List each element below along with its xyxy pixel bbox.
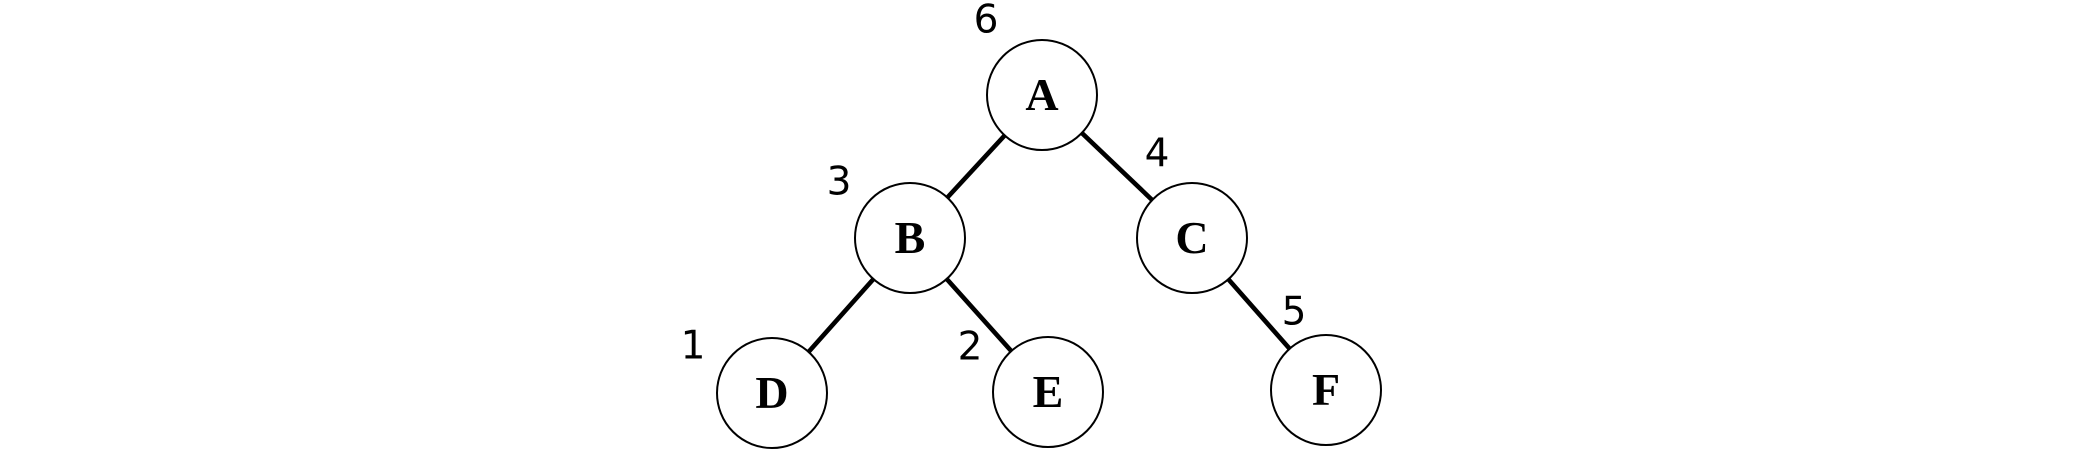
node-E: E [992,336,1104,448]
node-D-label: D [755,367,789,418]
order-label-node-C: 4 [1144,131,1170,177]
node-A-label: A [1025,69,1059,120]
node-B: B [854,182,966,294]
order-label-node-B: 3 [826,159,852,205]
node-C-label: C [1175,212,1209,263]
node-F: F [1270,334,1382,446]
node-A: A [986,39,1098,151]
order-label-node-E: 2 [957,324,983,370]
order-label-node-F: 5 [1281,289,1307,335]
node-C: C [1136,182,1248,294]
node-B-label: B [894,212,926,263]
node-D: D [716,337,828,449]
order-label-node-A: 6 [973,0,999,43]
order-label-node-D: 1 [680,323,706,369]
node-F-label: F [1311,364,1341,415]
node-E-label: E [1032,366,1064,417]
